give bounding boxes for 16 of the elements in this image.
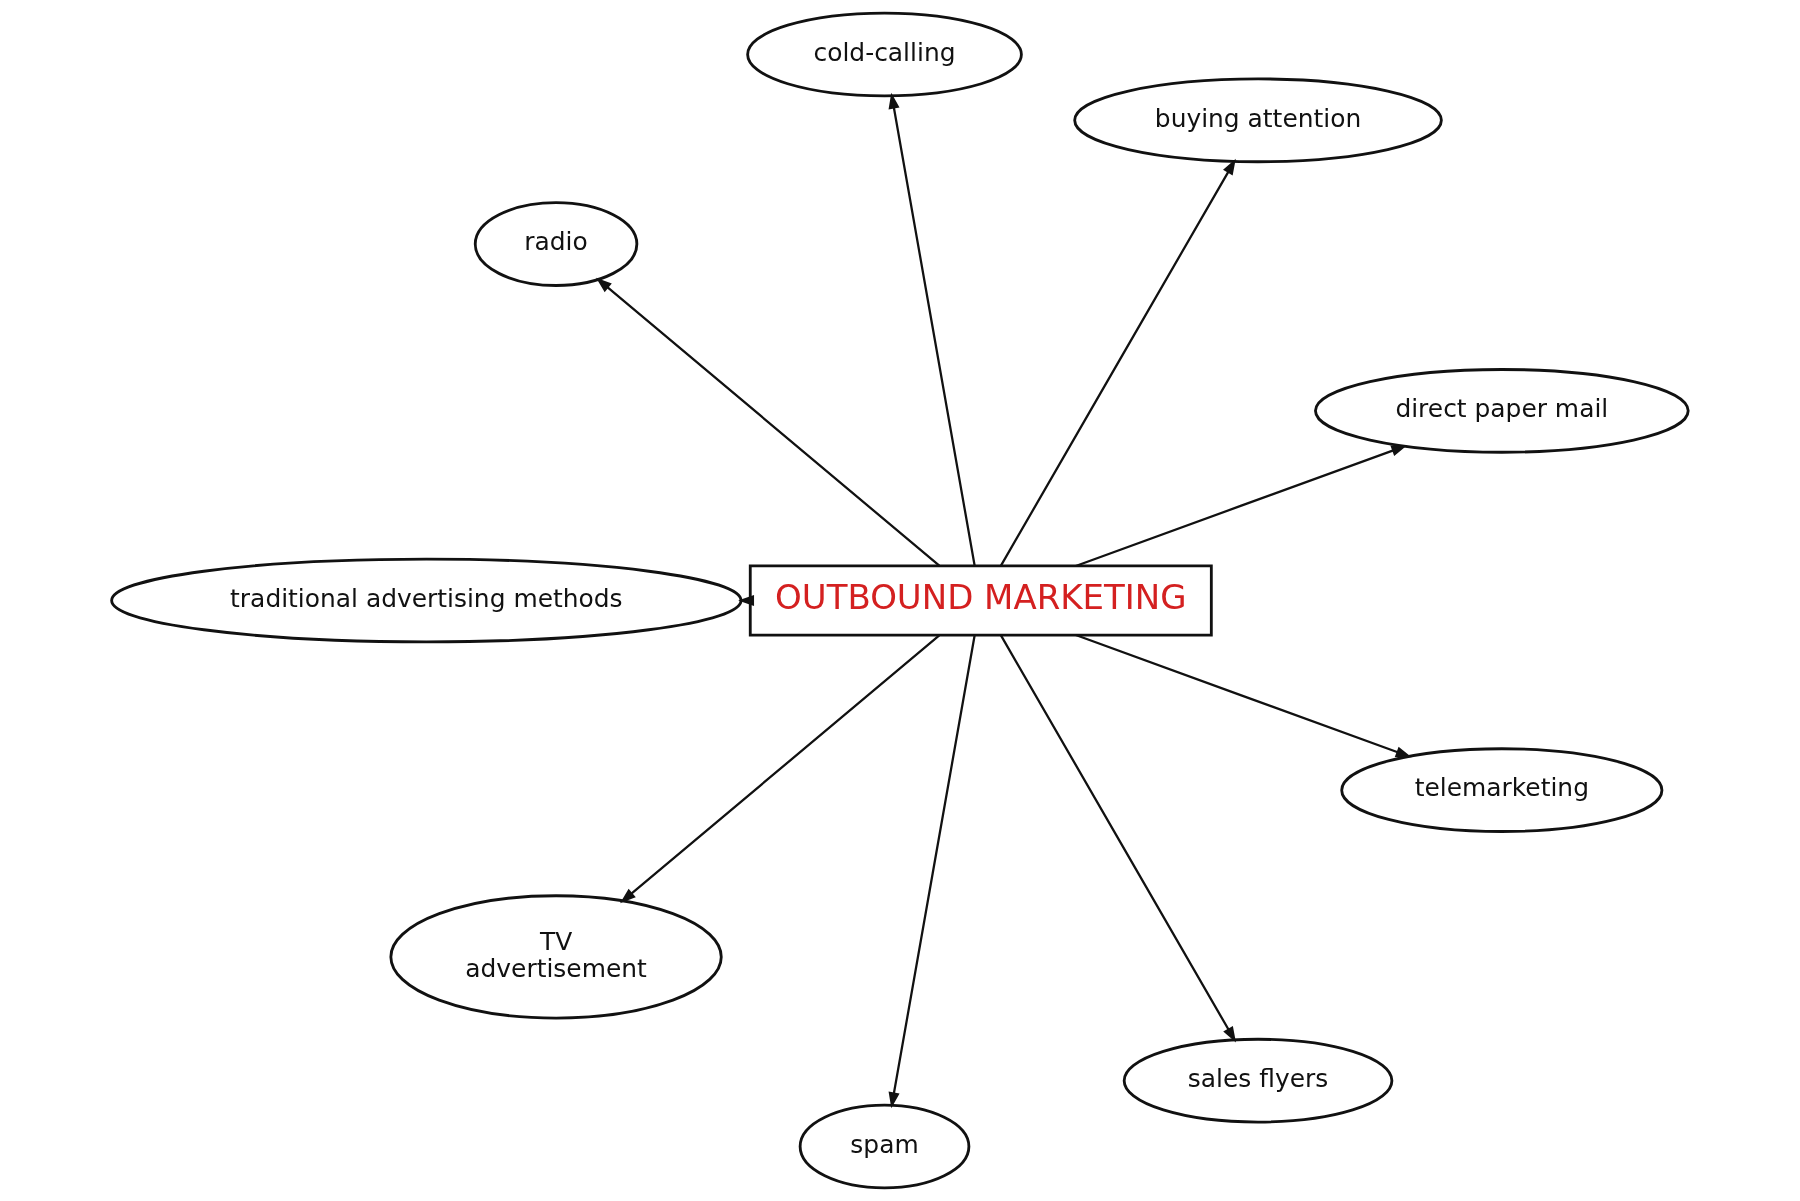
arrow	[596, 277, 941, 567]
arrow	[620, 634, 941, 904]
arrow	[738, 594, 755, 607]
node-ellipse: TV advertisement	[389, 894, 723, 1020]
node-ellipse: traditional advertising methods	[110, 557, 743, 644]
node-ellipse: sales flyers	[1122, 1037, 1394, 1124]
node-ellipse: buying attention	[1073, 77, 1443, 164]
arrow	[888, 92, 976, 567]
node-ellipse: radio	[473, 201, 639, 287]
arrow	[1075, 634, 1412, 758]
arrow	[999, 158, 1236, 567]
node-ellipse: cold-calling	[746, 11, 1023, 98]
arrow	[888, 634, 976, 1109]
arrow	[999, 634, 1236, 1043]
arrow	[1075, 445, 1408, 567]
node-ellipse: spam	[798, 1103, 971, 1190]
